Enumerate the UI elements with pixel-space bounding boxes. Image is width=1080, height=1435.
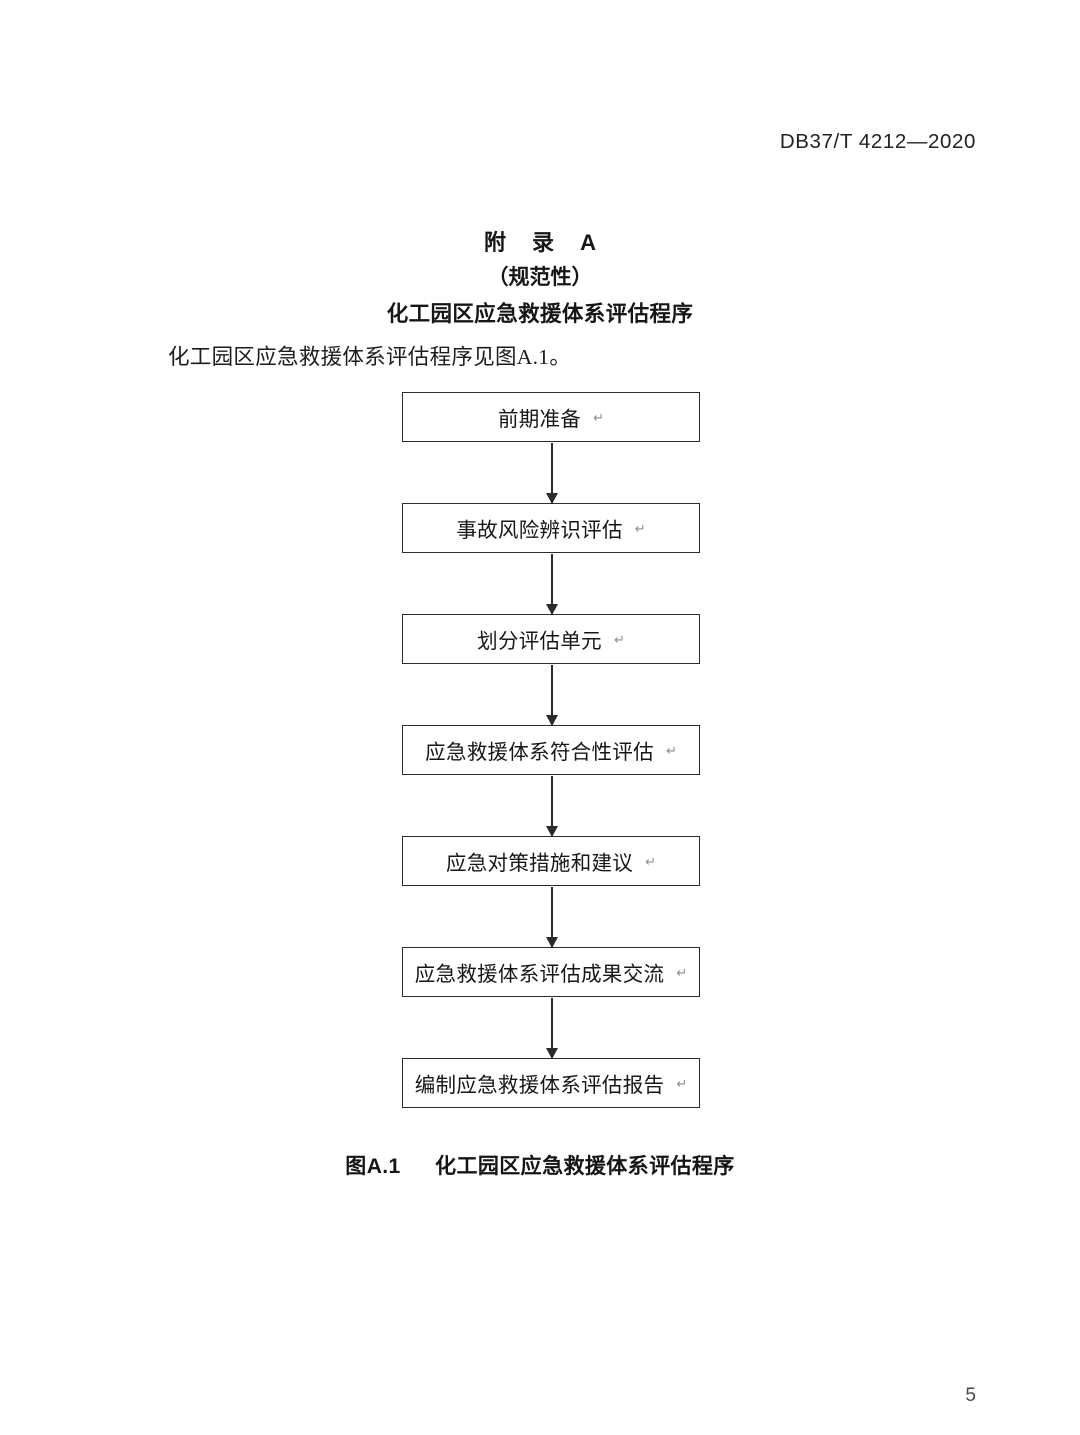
flow-node-label: 应急对策措施和建议 [445,852,634,875]
flow-node-3[interactable]: 划分评估单元 ↵ [402,614,700,664]
flow-node-6[interactable]: 应急救援体系评估成果交流 ↵ [402,947,700,997]
flow-node-2[interactable]: 事故风险辨识评估 ↵ [402,503,700,553]
flow-arrow-1 [546,443,558,504]
carriage-return-icon: ↵ [665,743,677,759]
flow-arrow-5 [546,887,558,948]
flow-node-label: 事故风险辨识评估 [456,519,623,542]
flow-node-7[interactable]: 编制应急救援体系评估报告 ↵ [402,1058,700,1108]
running-header-standard-number: DB37/T 4212—2020 [779,130,976,153]
annex-title: 化工园区应急救援体系评估程序 [386,302,694,326]
flow-node-1[interactable]: 前期准备 ↵ [402,392,700,442]
carriage-return-icon: ↵ [593,410,605,426]
flow-node-label: 应急救援体系符合性评估 [425,741,654,764]
flow-node-label: 前期准备 [497,408,582,431]
figure-caption-title: 化工园区应急救援体系评估程序 [435,1155,735,1178]
carriage-return-icon: ↵ [634,521,646,537]
page-number: 5 [965,1385,976,1406]
evaluation-procedure-flowchart: 前期准备↵事故风险辨识评估↵划分评估单元↵应急救援体系符合性评估↵应急对策措施和… [402,392,704,1108]
intro-paragraph: 化工园区应急救援体系评估程序见图A.1。 [168,345,572,369]
annex-normativeness: （规范性） [487,266,593,289]
carriage-return-icon: ↵ [676,1076,688,1092]
annex-label: 附 录 A [483,230,607,255]
figure-caption-number: 图A.1 [345,1155,401,1178]
flow-arrow-6 [546,998,558,1059]
flow-arrow-3 [546,665,558,726]
flow-node-label: 划分评估单元 [477,630,602,653]
flow-arrow-4 [546,776,558,837]
carriage-return-icon: ↵ [676,965,688,981]
carriage-return-icon: ↵ [645,854,657,870]
carriage-return-icon: ↵ [613,632,625,648]
flow-node-5[interactable]: 应急对策措施和建议 ↵ [402,836,700,886]
flow-node-label: 编制应急救援体系评估报告 [414,1074,665,1097]
figure-caption: 图A.1 化工园区应急救援体系评估程序 [0,1150,1080,1180]
flow-node-label: 应急救援体系评估成果交流 [414,963,665,986]
flow-arrow-2 [546,554,558,615]
flow-node-4[interactable]: 应急救援体系符合性评估 ↵ [402,725,700,775]
annex-title-block: 附 录 A （规范性） 化工园区应急救援体系评估程序 [0,228,1080,331]
